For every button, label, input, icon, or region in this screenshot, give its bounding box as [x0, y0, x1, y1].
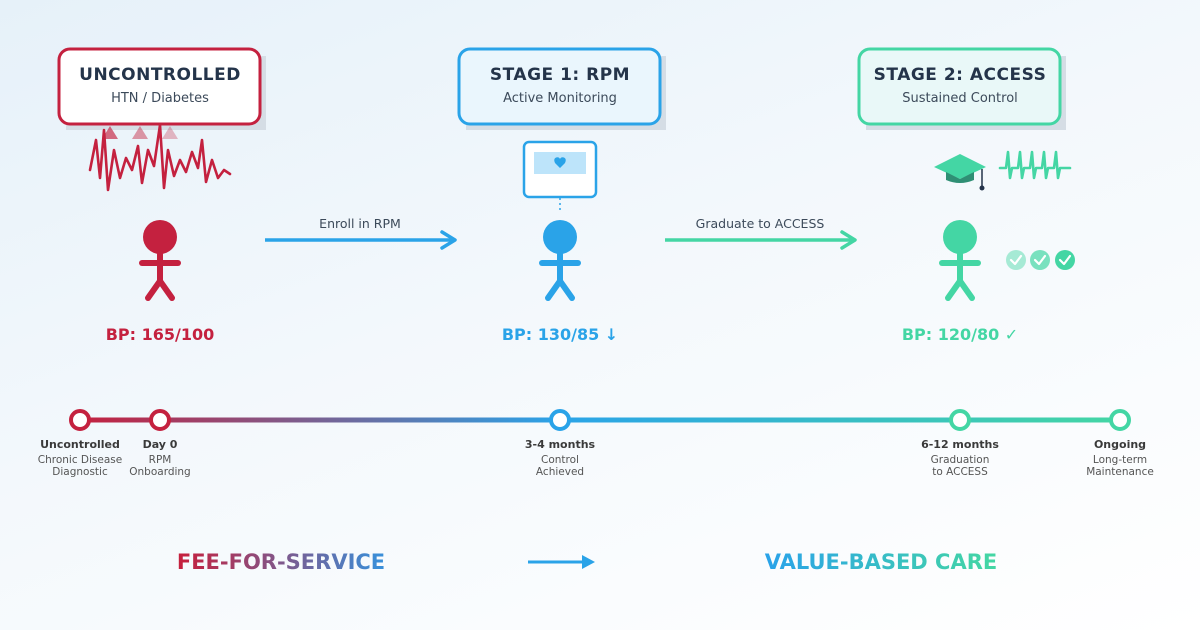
timeline-label: 3-4 months — [525, 438, 596, 451]
timeline-label: 6-12 months — [921, 438, 999, 451]
transition-label: Graduate to ACCESS — [696, 216, 825, 231]
monitor-heart-icon — [522, 140, 598, 212]
erratic-waveform-icon — [88, 123, 232, 192]
timeline: Uncontrolled Chronic Disease Diagnostic … — [38, 409, 1154, 478]
stage-title: STAGE 2: ACCESS — [874, 65, 1047, 85]
stage-card — [457, 47, 662, 126]
stage-card — [57, 47, 262, 126]
transition-label: Enroll in RPM — [319, 216, 401, 231]
timeline-label: Uncontrolled — [40, 438, 120, 451]
person-icon — [539, 220, 581, 301]
timeline-marker: Ongoing Long-term Maintenance — [1086, 409, 1154, 478]
timeline-desc: Long-term — [1093, 454, 1147, 466]
footer-left-label: FEE-FOR-SERVICE — [177, 550, 385, 574]
warning-triangle-icon — [102, 126, 178, 139]
timeline-desc: Maintenance — [1086, 466, 1154, 478]
transition-arrow-graduate: Graduate to ACCESS — [665, 216, 857, 250]
footer-right-label: VALUE-BASED CARE — [765, 550, 997, 574]
timeline-label: Day 0 — [143, 438, 178, 451]
stage-rpm: STAGE 1: RPM Active Monitoring BP: 130/8… — [457, 47, 666, 344]
timeline-desc: Graduation — [931, 454, 990, 466]
arrow-right-icon — [582, 555, 595, 569]
bp-reading: BP: 130/85 ↓ — [502, 325, 618, 344]
stage-subtitle: Active Monitoring — [503, 91, 617, 106]
timeline-desc: Achieved — [536, 466, 584, 478]
timeline-marker: Day 0 RPM Onboarding — [129, 409, 191, 478]
timeline-desc: Control — [541, 454, 579, 466]
timeline-marker: 3-4 months Control Achieved — [525, 409, 596, 478]
timeline-marker: 6-12 months Graduation to ACCESS — [921, 409, 999, 478]
graduation-cap-icon — [934, 154, 986, 191]
timeline-label: Ongoing — [1094, 438, 1146, 451]
timeline-desc: to ACCESS — [932, 466, 988, 478]
timeline-desc: Diagnostic — [52, 466, 108, 478]
arrow-head-icon — [840, 230, 857, 250]
person-icon — [139, 220, 181, 301]
timeline-marker: Uncontrolled Chronic Disease Diagnostic — [38, 409, 122, 478]
timeline-desc: Onboarding — [129, 466, 190, 478]
stage-access: STAGE 2: ACCESS Sustained Control — [857, 47, 1075, 344]
bp-reading: BP: 120/80 ✓ — [902, 325, 1018, 344]
check-circle-icon — [1006, 250, 1075, 270]
stage-title: UNCONTROLLED — [79, 65, 241, 85]
steady-waveform-icon — [998, 150, 1072, 180]
footer-transition: FEE-FOR-SERVICE VALUE-BASED CARE — [177, 550, 997, 574]
stage-card — [857, 47, 1062, 126]
stage-title: STAGE 1: RPM — [490, 65, 630, 85]
arrow-head-icon — [440, 230, 457, 250]
timeline-desc: Chronic Disease — [38, 454, 122, 466]
person-icon — [939, 220, 981, 301]
stage-uncontrolled: UNCONTROLLED HTN / Diabetes BP: 165/100 — [57, 47, 266, 344]
timeline-desc: RPM — [149, 454, 172, 466]
bp-reading: BP: 165/100 — [106, 325, 215, 344]
stage-subtitle: HTN / Diabetes — [111, 91, 209, 106]
stage-subtitle: Sustained Control — [902, 91, 1018, 106]
transition-arrow-enroll: Enroll in RPM — [265, 216, 457, 250]
